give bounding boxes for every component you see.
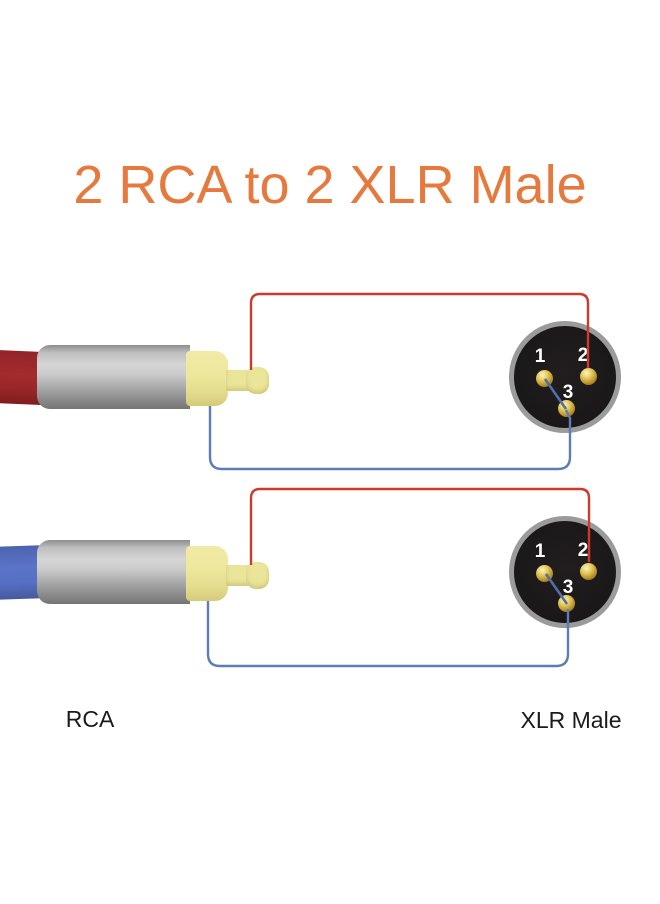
xlr-pin-2 — [580, 368, 597, 385]
rca-barrel — [37, 345, 190, 409]
rca-pin-tip — [246, 367, 269, 394]
label-rca: RCA — [65, 706, 115, 732]
xlr-pin-2 — [580, 563, 597, 580]
xlr-pin-3-label: 3 — [562, 577, 574, 598]
rca-barrel — [37, 540, 190, 604]
ground-wire-blue-ch1 — [208, 406, 572, 471]
xlr-pin-2-label: 2 — [577, 345, 589, 366]
xlr-pin-1 — [536, 565, 553, 582]
ground-wire-blue-ch2 — [206, 601, 570, 668]
rca-collar — [186, 351, 228, 406]
rca-pin-tip — [246, 562, 269, 589]
xlr-pin-1 — [536, 370, 553, 387]
label-xlr-male: XLR Male — [520, 707, 622, 733]
rca-collar — [186, 546, 228, 601]
xlr-pin-2-label: 2 — [577, 540, 589, 561]
xlr-pin-1-label: 1 — [534, 541, 546, 562]
xlr-pin-3-label: 3 — [562, 382, 574, 403]
xlr-pin-1-label: 1 — [534, 346, 546, 367]
page-title: 2 RCA to 2 XLR Male — [73, 155, 587, 215]
